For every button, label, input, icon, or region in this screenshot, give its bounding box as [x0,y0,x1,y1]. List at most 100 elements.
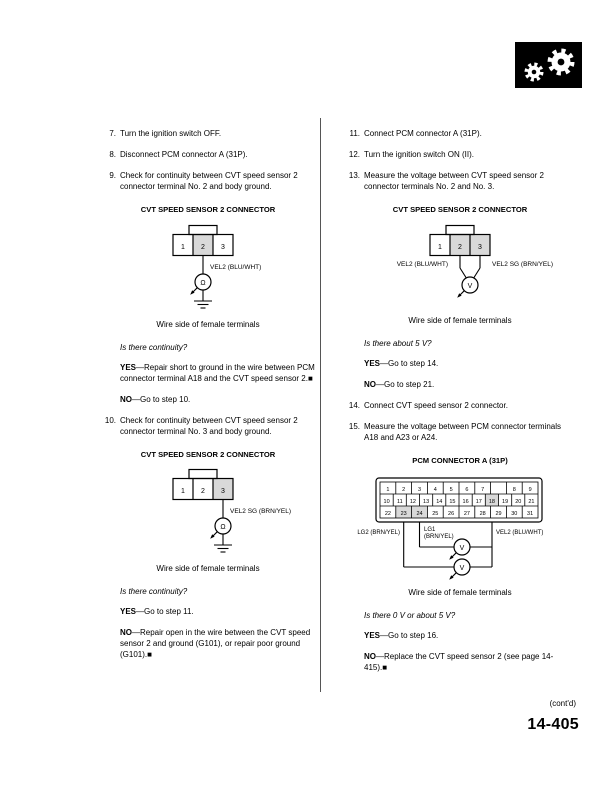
svg-text:20: 20 [515,499,521,505]
voltmeter-icon [461,275,479,294]
connector-title: CVT SPEED SENSOR 2 CONNECTOR [392,205,528,215]
pin-2: 2 [201,244,205,251]
column-divider [320,118,321,692]
yes-label: YES [120,362,137,372]
pin-1: 1 [181,488,185,495]
connector-body [172,469,234,501]
svg-text:1: 1 [386,487,389,493]
result-no: NO—Go to step 10. [120,394,316,405]
svg-text:16: 16 [463,499,469,505]
cvt-connector-diagram-1: 1 2 3 VEL2 (BLU/WHT) Ω [100,224,316,316]
pcm-grid-row2-lines [392,494,526,507]
cvt-connector-diagram-2: 1 2 3 VEL2 SG (BRN/YEL) Ω [100,468,316,560]
step-7: 7. Turn the ignition switch OFF. [100,128,316,139]
no-text: —Replace the CVT speed sensor 2 (see pag… [364,652,554,673]
diagram-caption: Wire side of female terminals [156,319,260,329]
pcm-grid-row1-lines [395,482,523,495]
wire-label: VEL2 SG (BRN/YEL) [230,508,291,515]
svg-text:5: 5 [450,487,453,493]
no-label: NO [120,628,132,638]
svg-text:30: 30 [511,511,517,517]
ground-icon [194,289,212,309]
pcm-terminal-numbers-row3: 22 23 24 25 26 27 28 29 30 31 [385,511,533,517]
svg-text:17: 17 [476,499,482,505]
svg-text:19: 19 [502,499,508,505]
question: Is there about 5 V? [364,338,432,348]
question: Is there continuity? [120,587,188,597]
svg-text:12: 12 [410,499,416,505]
pin-2: 2 [201,488,205,495]
no-text: —Go to step 10. [132,394,191,404]
probe-arrow-icon [449,572,457,581]
step-14: 14. Connect CVT speed sensor 2 connector… [344,400,576,411]
test-wires [459,255,481,278]
voltmeter-symbol: V [460,565,465,572]
step-12: 12. Turn the ignition switch ON (II). [344,149,576,160]
step-number: 13. [348,171,360,181]
svg-text:7: 7 [481,487,484,493]
cvt-connector-diagram-3: 1 2 3 VEL2 (BLU/WHT) VEL2 SG (BRN/YEL) V [344,224,576,312]
no-text: —Go to step 21. [376,379,435,389]
step-9: 9. Check for continuity between CVT spee… [100,170,316,192]
probe-arrow-icon [457,289,465,298]
voltmeter-symbol: V [460,545,465,552]
no-label: NO [120,394,132,404]
step-number: 14. [348,400,360,410]
right-column: 11. Connect PCM connector A (31P). 12. T… [344,128,576,683]
connector-svg: 1 2 3 VEL2 SG (BRN/YEL) Ω [172,469,291,553]
svg-text:11: 11 [397,499,403,505]
pin-1: 1 [181,244,185,251]
svg-text:31: 31 [527,511,533,517]
svg-text:3: 3 [418,487,421,493]
connector-svg: 1 2 3 VEL2 (BLU/WHT) VEL2 SG (BRN/YEL) V [397,224,553,298]
step-text: Turn the ignition switch ON (II). [364,150,474,160]
step-text: Disconnect PCM connector A (31P). [120,150,248,160]
svg-text:4: 4 [434,487,437,493]
no-label: NO [364,652,376,662]
result-no: NO—Repair open in the wire between the C… [120,627,316,660]
active-pin-highlight [213,479,233,500]
yes-label: YES [364,358,381,368]
connector-title: CVT SPEED SENSOR 2 CONNECTOR [140,205,276,215]
result-no: NO—Replace the CVT speed sensor 2 (see p… [364,651,576,673]
svg-text:10: 10 [384,499,390,505]
step-11: 11. Connect PCM connector A (31P). [344,128,576,139]
svg-text:25: 25 [432,511,438,517]
pcm-grid-row3-lines [395,506,523,519]
ground-icon [214,534,232,553]
pin-1: 1 [438,244,442,251]
svg-text:6: 6 [465,487,468,493]
wire-label-lg1-line2: (BRN/YEL) [424,534,454,540]
step-15: 15. Measure the voltage between PCM conn… [344,421,576,443]
diagram-caption: Wire side of female terminals [156,564,260,574]
step-text: Check for continuity between CVT speed s… [120,171,298,192]
probe-arrow-icon [190,286,198,295]
pcm-terminal-numbers-row2: 10 11 12 13 14 15 16 17 18 19 20 21 [384,499,535,505]
svg-text:21: 21 [528,499,534,505]
svg-text:2: 2 [402,487,405,493]
step-text: Measure the voltage between PCM connecto… [364,421,561,442]
gear-icon-large [547,48,575,76]
pcm-terminal-numbers-row1: 1 2 3 4 5 6 7 8 9 [386,487,531,493]
no-label: NO [364,379,376,389]
diagram-caption: Wire side of female terminals [408,588,512,598]
svg-text:28: 28 [480,511,486,517]
result-no: NO—Go to step 21. [364,379,576,390]
no-text: —Repair open in the wire between the CVT… [120,628,311,660]
probe-arrow-icon [449,552,457,561]
step-number: 15. [348,421,360,431]
step-number: 7. [109,129,116,138]
wire-label-left: VEL2 (BLU/WHT) [397,261,448,268]
pin-3: 3 [221,488,225,495]
voltmeter-icon [453,558,471,576]
step-number: 9. [109,171,116,181]
wire-label-right: VEL2 SG (BRN/YEL) [492,261,553,268]
left-column: 7. Turn the ignition switch OFF. 8. Disc… [100,128,316,670]
diagram-caption: Wire side of female terminals [408,315,512,325]
svg-text:8: 8 [513,487,516,493]
yes-label: YES [364,631,381,641]
yes-label: YES [120,607,137,617]
terminal-18-highlight [485,494,499,507]
step-text: Turn the ignition switch OFF. [120,129,222,138]
